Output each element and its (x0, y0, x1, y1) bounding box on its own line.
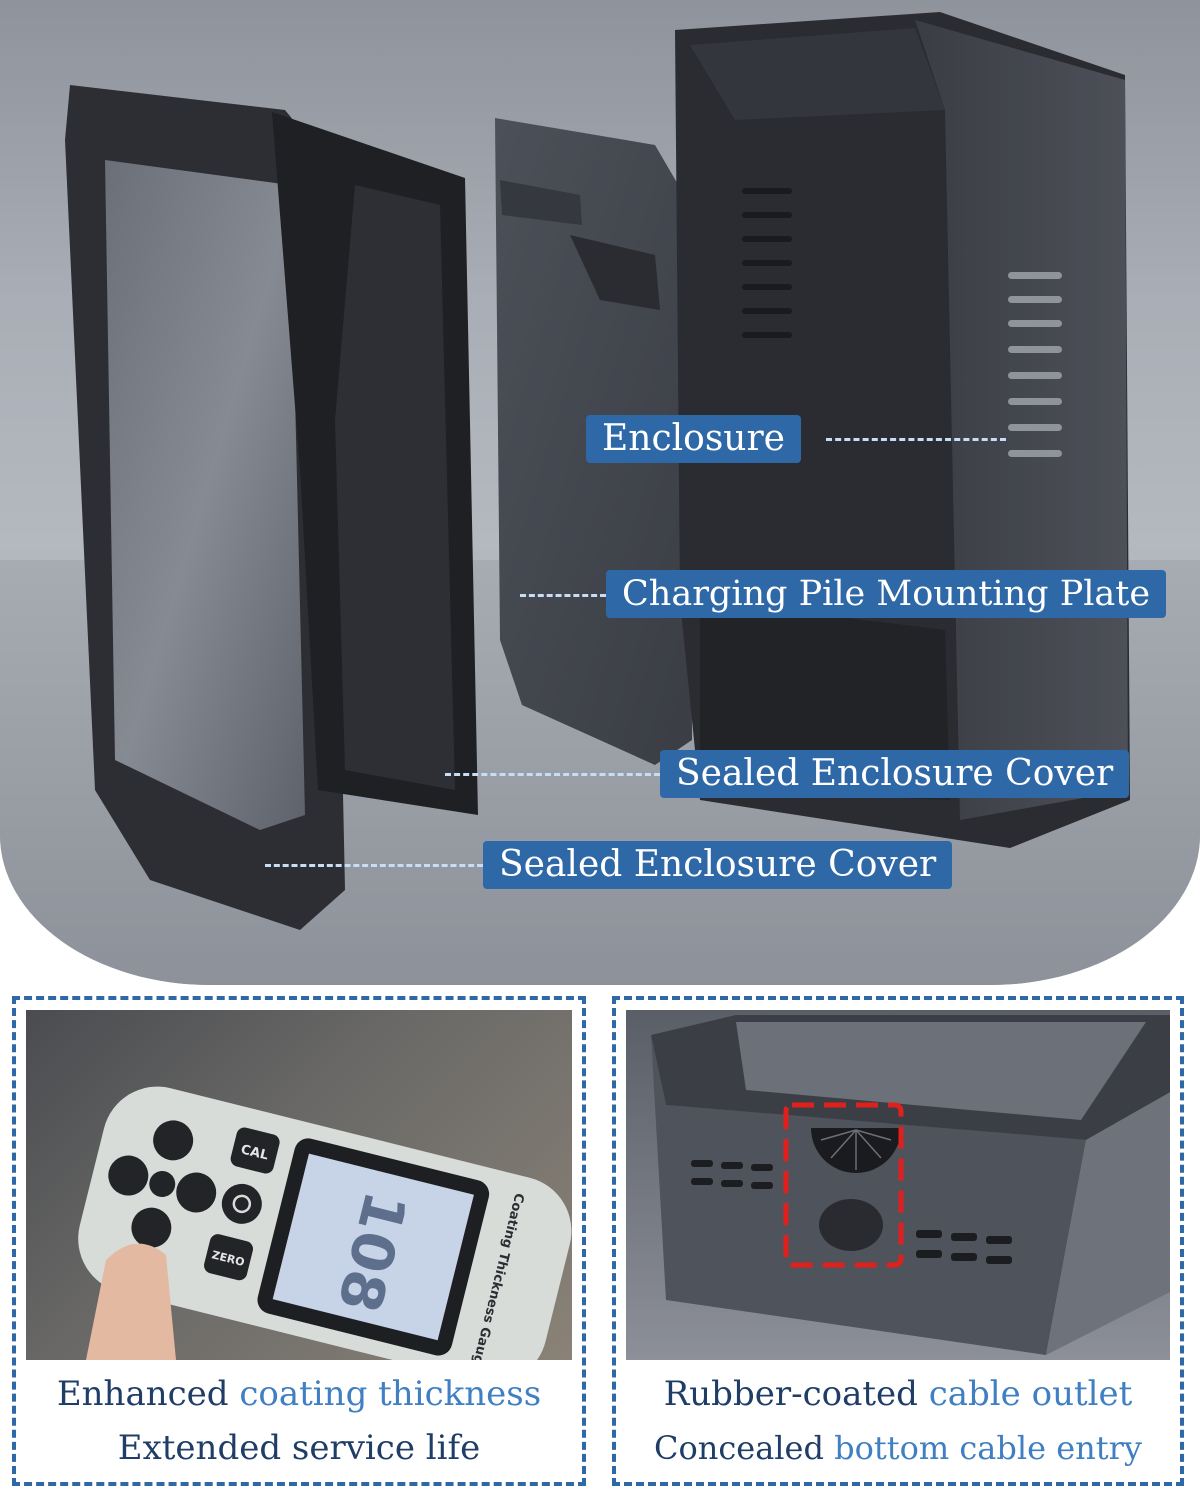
cable-outlet-photo (626, 1010, 1170, 1360)
enclosure-box (675, 12, 1130, 848)
sealed-gasket-cover (272, 112, 478, 815)
cable-caption-line1-plain: Rubber-coated (663, 1374, 918, 1414)
gauge-illustration: 108 Coating Thickness Gauge CAL ZERO (78, 1086, 572, 1360)
gauge-right-button[interactable] (172, 1168, 220, 1216)
panel-front-vents (691, 1160, 1012, 1264)
gauge-screen (272, 1153, 474, 1341)
cable-caption-line1-highlight: cable outlet (928, 1374, 1133, 1414)
hand-thumb (86, 1243, 176, 1360)
cable-caption-line2-plain: Concealed (654, 1429, 824, 1467)
gauge-up-button[interactable] (149, 1116, 197, 1164)
enclosure-inner-vents (742, 188, 792, 338)
leader-line-mounting-plate (520, 594, 606, 597)
label-sealed-cover-outer: Sealed Enclosure Cover (483, 841, 953, 889)
exploded-enclosure-illustration (0, 12, 1200, 985)
cable-outlet-illustration (651, 1015, 1170, 1355)
gauge-caption-line1-plain: Enhanced (56, 1374, 229, 1414)
gauge-photo: 108 Coating Thickness Gauge CAL ZERO (26, 1010, 572, 1360)
exploded-view-hero: Enclosure Charging Pile Mounting Plate S… (0, 0, 1200, 985)
cable-caption-line2: Concealed bottom cable entry (616, 1422, 1180, 1474)
leader-line-enclosure (826, 438, 1006, 441)
window-frame-cover (65, 85, 345, 930)
gauge-caption-line1-highlight: coating thickness (239, 1374, 542, 1414)
label-sealed-cover-inner: Sealed Enclosure Cover (660, 750, 1130, 798)
highlight-box (783, 1102, 904, 1268)
gauge-caption-line1: Enhanced coating thickness (16, 1368, 582, 1420)
rubber-grommet-slits (820, 1129, 892, 1170)
coating-thickness-panel: 108 Coating Thickness Gauge CAL ZERO Enh… (12, 996, 586, 1486)
gauge-device: 108 Coating Thickness Gauge CAL ZERO (78, 1086, 572, 1360)
leader-line-sealed-cover-inner (445, 773, 660, 776)
gauge-zero-button[interactable] (202, 1232, 254, 1281)
cable-entry-hole (819, 1199, 883, 1251)
gauge-cal-button[interactable] (229, 1126, 281, 1175)
label-mounting-plate: Charging Pile Mounting Plate (606, 570, 1167, 618)
cable-outlet-panel: Rubber-coated cable outlet Concealed bot… (612, 996, 1184, 1486)
cable-caption-line1: Rubber-coated cable outlet (616, 1368, 1180, 1420)
gauge-down-button[interactable] (127, 1203, 175, 1251)
gauge-left-button[interactable] (104, 1151, 152, 1199)
gauge-ok-button[interactable] (147, 1168, 179, 1200)
gauge-cal-label: CAL (239, 1142, 270, 1163)
cable-caption-line2-highlight: bottom cable entry (834, 1429, 1142, 1467)
gauge-power-button[interactable] (218, 1180, 266, 1228)
leader-line-sealed-cover-outer (265, 864, 483, 867)
enclosure-side-vents (1008, 272, 1062, 457)
power-icon (232, 1194, 252, 1214)
gauge-caption-line2: Extended service life (117, 1428, 481, 1468)
label-enclosure: Enclosure (586, 415, 801, 463)
